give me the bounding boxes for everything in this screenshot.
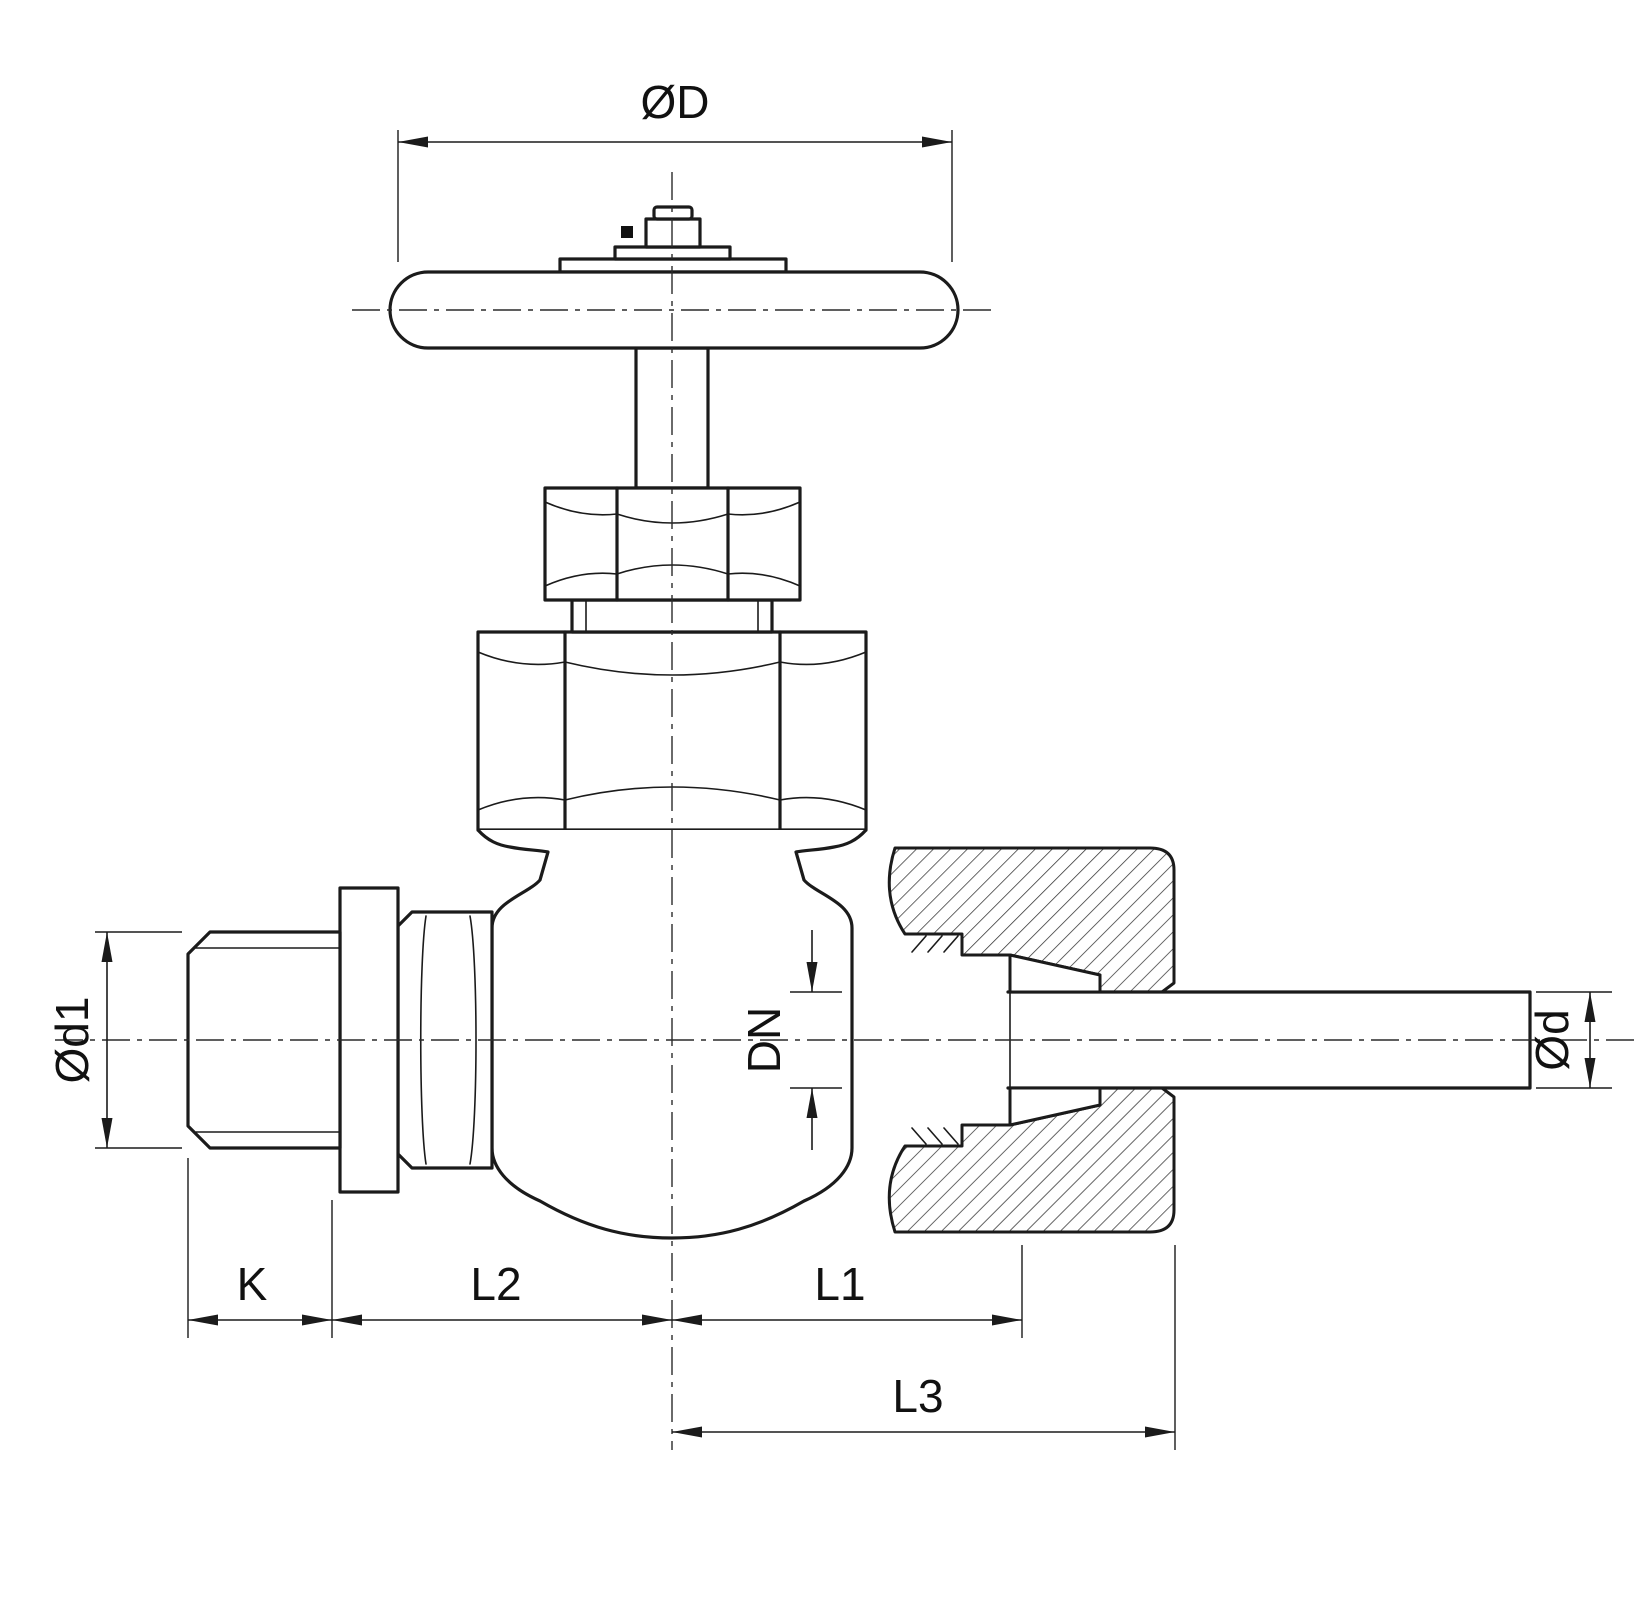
stem-nut-cap — [652, 205, 694, 221]
dimension-tube-diameter: Ød — [1526, 991, 1612, 1089]
dimension-left-length: L2 — [332, 1258, 672, 1326]
compression-nut-section — [887, 846, 1176, 1234]
centerlines — [55, 172, 1640, 1450]
dimension-thread-length: K — [188, 1258, 332, 1326]
label-tube-diameter: Ød — [1526, 1009, 1578, 1070]
label-handwheel-diameter: ØD — [641, 76, 710, 128]
internal-thread-lines-bottom — [911, 1127, 959, 1145]
dimension-handwheel-diameter: ØD — [397, 76, 953, 262]
ferrule — [1008, 953, 1102, 1127]
dimension-right-length: L1 — [672, 1258, 1022, 1326]
handwheel-washer-plate — [558, 257, 788, 274]
label-left-length: L2 — [470, 1258, 521, 1310]
internal-thread-lines-top — [911, 935, 959, 953]
handwheel-nut-assembly — [558, 205, 788, 274]
label-thread-length: K — [237, 1258, 268, 1310]
set-screw — [621, 226, 633, 238]
label-overall-right-length: L3 — [892, 1370, 943, 1422]
dimension-nominal-bore: DN — [738, 930, 842, 1150]
thread-crest-lines — [195, 947, 341, 1133]
label-right-length: L1 — [814, 1258, 865, 1310]
label-thread-diameter: Ød1 — [46, 997, 98, 1084]
dimension-overall-right-length: L3 — [672, 1370, 1175, 1438]
stem-nut — [644, 217, 702, 249]
bottom-extension-lines — [187, 1158, 1176, 1450]
label-nominal-bore: DN — [738, 1007, 790, 1073]
dimension-thread-diameter: Ød1 — [46, 931, 182, 1149]
